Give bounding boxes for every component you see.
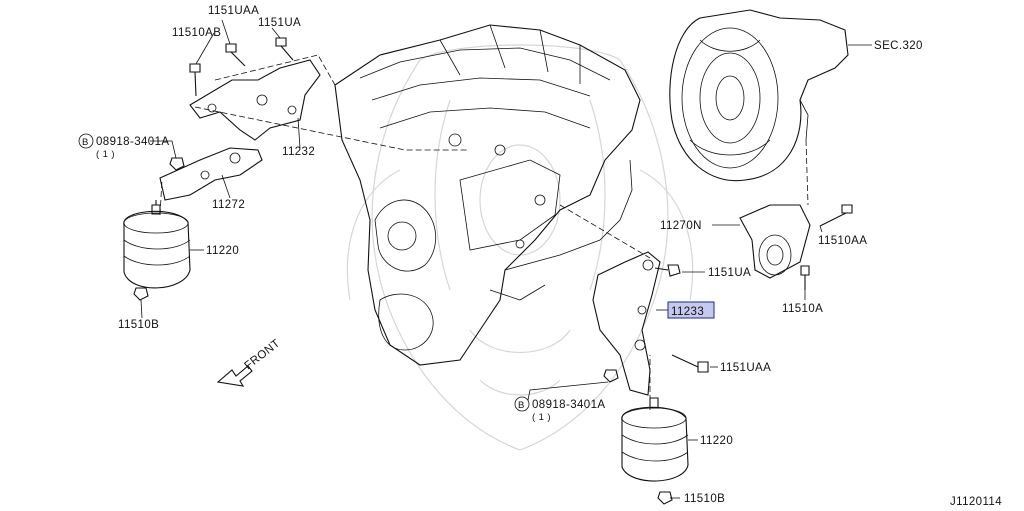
bolt-11510aa [819,204,853,227]
bracket-11272 [159,147,263,201]
front-arrow-icon [216,365,253,387]
bolt-1151uaa-top [225,43,246,67]
reference-line [194,106,468,151]
bolt-1151uaa-mid [671,354,709,373]
label-08918-bottom-qty: ( 1 ) [532,412,551,423]
rear-mount-11270n [739,204,811,279]
engine-mount-right [621,397,689,482]
b-marker-letter: B [518,400,525,411]
label-11510aa: 11510AA [818,235,867,247]
leader-line [221,174,231,199]
label-11220-right: 11220 [700,435,733,447]
label-11510a: 11510A [782,303,823,315]
label-11270n: 11270N [660,220,702,232]
leader-line [150,140,177,159]
leader-line [140,299,143,319]
label-11232: 11232 [282,146,315,158]
label-11510b-left: 11510B [118,319,159,331]
label-1151uaa-mid: 1151UAA [720,362,771,374]
label-sec320: SEC.320 [874,40,923,52]
leader-line [221,19,231,45]
nut-11510b-left [133,287,149,301]
b-marker-icon [514,396,530,412]
label-11233: 11233 [671,306,704,318]
label-1151ua-top: 1151UA [258,17,301,29]
bolt-11510ab [189,63,201,97]
leader-line [195,32,215,65]
bracket-11232 [189,59,321,141]
bolt-1151ua-mid [654,264,681,277]
b-marker-icon [78,133,94,149]
label-1151uaa-top: 1151UAA [208,5,259,17]
label-11272: 11272 [212,199,245,211]
engine-mount-left [123,200,191,289]
label-08918-bottom: 08918-3401A [532,399,605,411]
label-08918-top-qty: ( 1 ) [96,149,115,160]
label-11510ab: 11510AB [172,27,221,39]
bolt-11510a [800,265,810,290]
nut-08918-bottom [603,369,619,383]
reference-line [214,54,336,86]
b-marker-letter: B [82,137,89,148]
label-11510b-right: 11510B [684,493,725,505]
nut-08918-top [169,157,185,171]
diagram-code: J1120114 [950,496,1002,508]
watermark-crest [346,44,694,451]
highlight-box-11233 [667,301,715,319]
leader-line [527,381,609,401]
bolt-1151ua-top [275,37,294,61]
leader-line [271,27,281,39]
leader-line [819,225,823,233]
label-11220-left: 11220 [206,245,239,257]
front-label: FRONT [242,337,282,372]
transmission-housing [669,9,849,182]
label-1151ua-mid: 1151UA [708,267,751,279]
reference-line [805,139,809,206]
label-08918-top: 08918-3401A [96,136,169,148]
leader-line [297,117,301,149]
bracket-11233 [592,251,661,396]
engine-block [334,24,641,366]
nut-11510b-right [657,491,673,505]
